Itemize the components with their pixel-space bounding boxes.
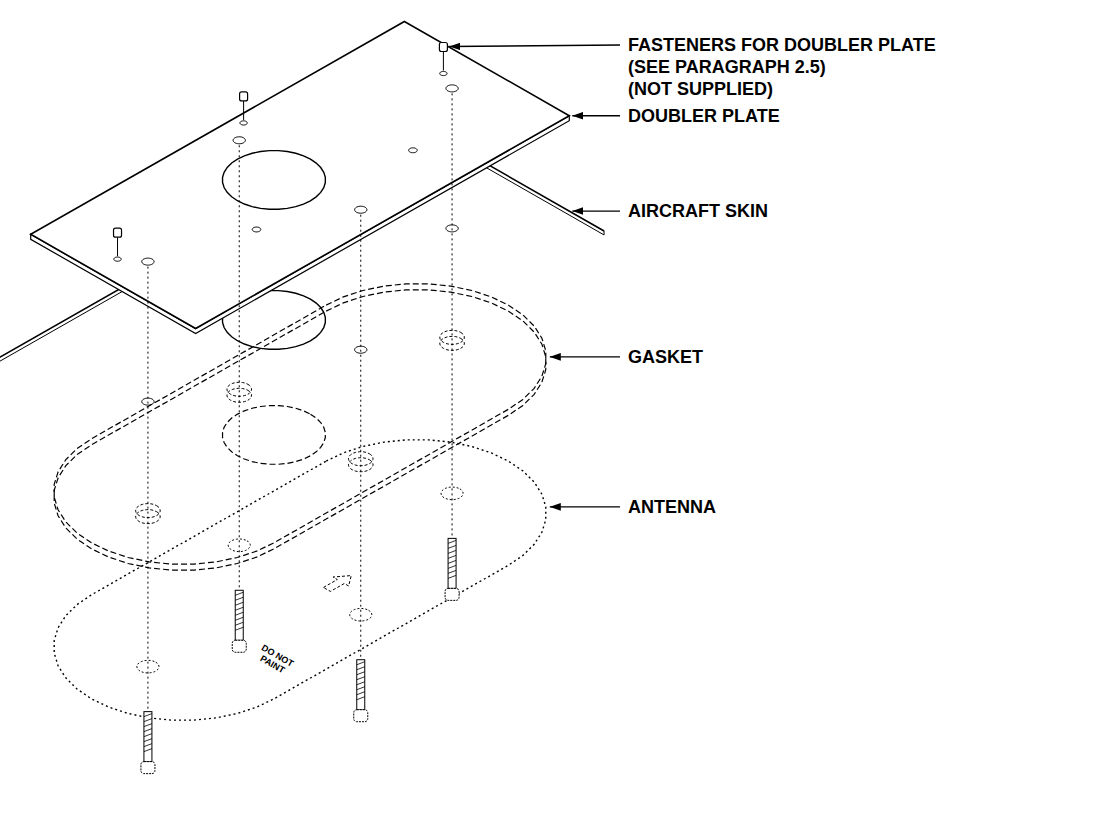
fastener-hole: [440, 71, 447, 75]
plate-hole: [355, 206, 367, 213]
callout-label: GASKET: [628, 346, 703, 368]
gasket-outline: [54, 290, 546, 570]
plate-hole: [409, 148, 418, 153]
alignment-line: [239, 145, 240, 590]
alignment-line: [452, 93, 453, 538]
callout-label: DOUBLER PLATE: [628, 105, 780, 127]
screw: [354, 660, 368, 722]
plate-hole: [233, 137, 245, 144]
alignment-line: [360, 215, 361, 660]
gasket-hole: [136, 504, 160, 518]
fastener-hole: [240, 121, 247, 125]
leader-arrow: [550, 356, 620, 357]
gasket-hole: [227, 382, 251, 396]
gasket-hole: [349, 452, 373, 466]
skin-surface: [0, 122, 604, 469]
warning-marking: DO NOT PAINT: [253, 641, 298, 678]
callout-label: (SEE PARAGRAPH 2.5): [628, 56, 826, 78]
leader-arrow: [572, 210, 620, 211]
screw: [445, 538, 459, 600]
fastener-hole: [114, 257, 121, 261]
plate-hole: [142, 258, 154, 265]
fastener: [439, 43, 447, 71]
callout-label: (NOT SUPPLIED): [628, 78, 773, 100]
plate-hole: [446, 85, 458, 92]
callout-label: ANTENNA: [628, 496, 716, 518]
screw: [232, 590, 246, 652]
alignment-line: [147, 267, 148, 712]
leader-arrow: [449, 45, 620, 47]
direction-arrow: [323, 576, 351, 592]
callout-label: AIRCRAFT SKIN: [628, 200, 768, 222]
gasket-hole: [440, 330, 464, 344]
gasket-cutout: [223, 406, 326, 465]
callout-label: FASTENERS FOR DOUBLER PLATE: [628, 34, 936, 56]
plate-hole: [252, 227, 261, 232]
fastener: [114, 228, 122, 256]
antenna-outline: [54, 440, 546, 720]
fastener: [240, 92, 248, 120]
plate-cutout: [223, 151, 326, 210]
screw: [141, 712, 155, 774]
leader-arrow: [572, 115, 620, 116]
leader-arrow: [550, 506, 620, 507]
doubler-plate: [31, 21, 570, 328]
